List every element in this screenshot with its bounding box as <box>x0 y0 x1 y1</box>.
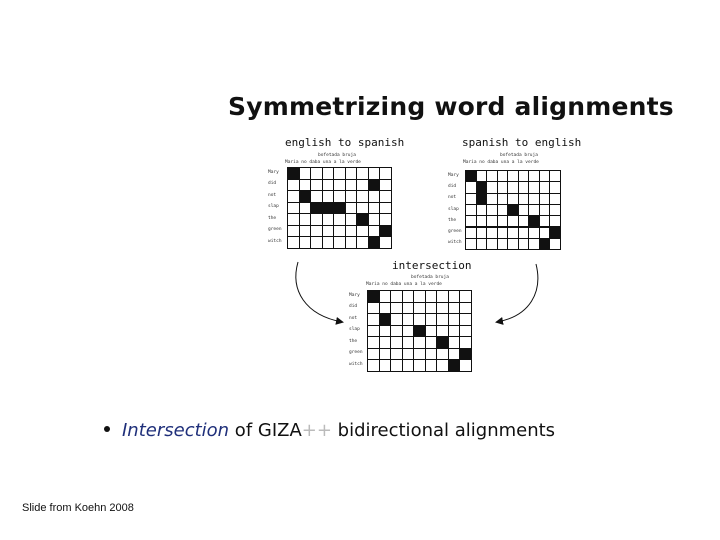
panel-es-en-header-bottom: Maria no daba una a la verde <box>463 160 539 165</box>
alignment-cell <box>459 359 472 372</box>
row-label: not <box>349 315 358 321</box>
row-label: the <box>448 217 457 223</box>
alignment-cell <box>549 237 561 251</box>
alignment-cell <box>379 236 392 249</box>
alignment-grid-en-es <box>287 167 392 249</box>
row-label: slap <box>268 204 279 210</box>
row-label: did <box>448 183 457 189</box>
row-label: green <box>268 227 282 233</box>
alignment-grid-es-en <box>465 170 561 251</box>
row-label: did <box>268 181 277 187</box>
row-label: Mary <box>349 292 360 298</box>
alignment-grid-intersection <box>367 290 472 372</box>
row-label: slap <box>448 206 459 212</box>
slide-title: Symmetrizing word alignments <box>228 92 674 121</box>
row-label: green <box>448 229 462 235</box>
bullet-plus: ++ <box>301 420 332 441</box>
panel-intersection-header-top: bofetada bruja <box>411 275 449 280</box>
bullet-text-2: bidirectional alignments <box>331 420 556 441</box>
row-label: slap <box>349 327 360 333</box>
row-label: witch <box>349 361 363 367</box>
row-label: witch <box>268 238 282 244</box>
row-label: the <box>349 338 358 344</box>
footer-credit: Slide from Koehn 2008 <box>22 502 134 514</box>
bullet-highlight: Intersection <box>122 420 230 441</box>
row-label: did <box>349 304 358 310</box>
left-arrow <box>295 261 344 325</box>
row-label: the <box>268 215 277 221</box>
panel-es-en-title: spanish to english <box>462 136 582 149</box>
row-label: Mary <box>268 169 279 175</box>
row-label: not <box>268 192 277 198</box>
panel-es-en-header-top: bofetada bruja <box>500 153 538 158</box>
panel-en-es-title: english to spanish <box>285 136 405 149</box>
panel-en-es-header-top: bofetada bruja <box>318 153 356 158</box>
panel-intersection-title: intersection <box>392 259 472 272</box>
panel-intersection-header-bottom: Maria no daba una a la verde <box>366 282 442 287</box>
panel-en-es-header-bottom: Maria no daba una a la verde <box>285 160 361 165</box>
bullet-intersection: Intersection of GIZA++ bidirectional ali… <box>104 420 555 441</box>
bullet-text-1: of GIZA <box>229 420 302 441</box>
row-label: Mary <box>448 172 459 178</box>
row-label: not <box>448 195 457 201</box>
row-label: witch <box>448 240 462 246</box>
row-label: green <box>349 350 363 356</box>
bullet-dot-icon <box>104 426 110 432</box>
right-arrow <box>495 263 539 325</box>
